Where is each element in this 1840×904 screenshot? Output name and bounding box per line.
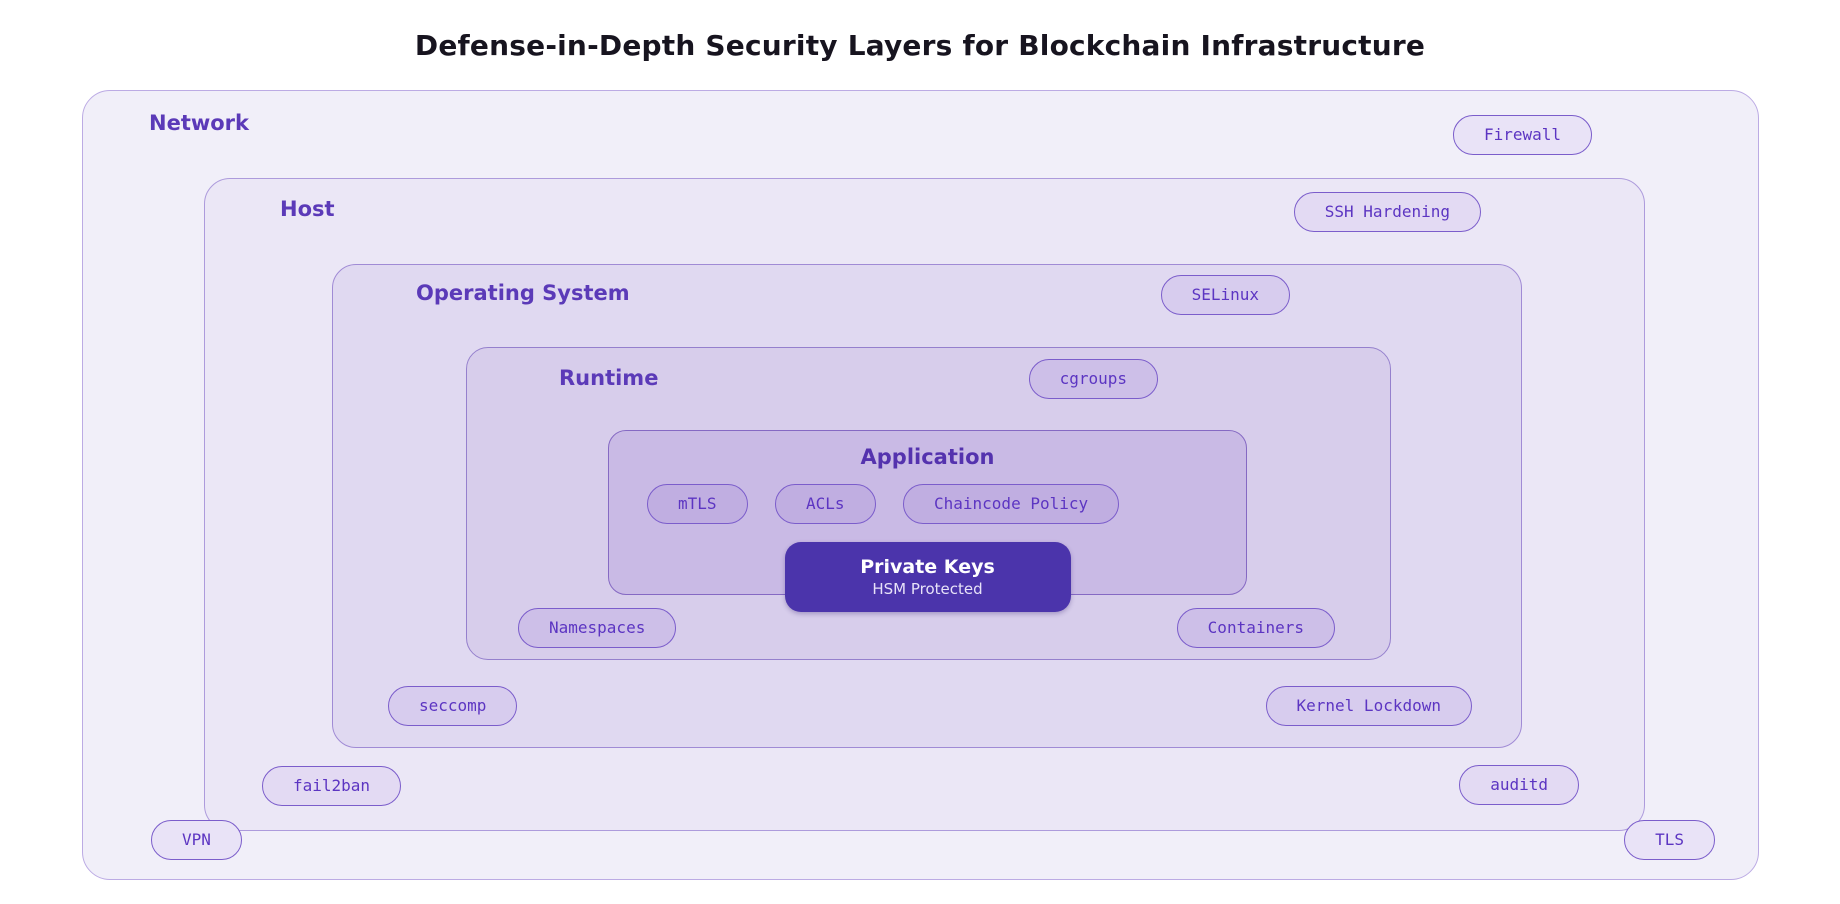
layer-runtime-label: Runtime <box>559 366 659 390</box>
badge-seccomp: seccomp <box>388 686 518 726</box>
private-keys-box: Private Keys HSM Protected <box>784 542 1071 612</box>
badge-tls: TLS <box>1624 820 1715 860</box>
layer-operating-system-label: Operating System <box>416 281 630 305</box>
badge-selinux: SELinux <box>1160 275 1290 315</box>
layer-application-label: Application <box>860 445 995 469</box>
badge-auditd: auditd <box>1459 765 1579 805</box>
badge-kernel-lockdown: Kernel Lockdown <box>1265 686 1472 726</box>
badge-firewall: Firewall <box>1452 115 1592 155</box>
badge-vpn: VPN <box>151 820 242 860</box>
diagram-title: Defense-in-Depth Security Layers for Blo… <box>414 29 1426 62</box>
badge-fail2ban: fail2ban <box>262 766 402 806</box>
layer-network-label: Network <box>149 111 250 135</box>
badge-namespaces: Namespaces <box>518 608 677 648</box>
badge-ssh-hardening: SSH Hardening <box>1293 192 1481 232</box>
private-keys-subtitle: HSM Protected <box>872 579 983 598</box>
badge-chaincode-policy: Chaincode Policy <box>903 484 1120 524</box>
badge-acls: ACLs <box>775 484 876 524</box>
layer-host: Host SSH Hardening Operating System SELi… <box>204 178 1645 831</box>
layer-runtime: Runtime cgroups Application mTLS ACLs Ch… <box>466 347 1391 660</box>
layer-network: Network Firewall Host SSH Hardening Oper… <box>82 90 1759 880</box>
private-keys-title: Private Keys <box>860 555 995 578</box>
badge-mtls: mTLS <box>647 484 748 524</box>
layer-operating-system: Operating System SELinux Runtime cgroups… <box>332 264 1522 748</box>
badge-cgroups: cgroups <box>1028 359 1158 399</box>
badge-containers: Containers <box>1176 608 1335 648</box>
layer-host-label: Host <box>280 197 335 221</box>
layer-application: Application mTLS ACLs Chaincode Policy P… <box>608 430 1247 612</box>
